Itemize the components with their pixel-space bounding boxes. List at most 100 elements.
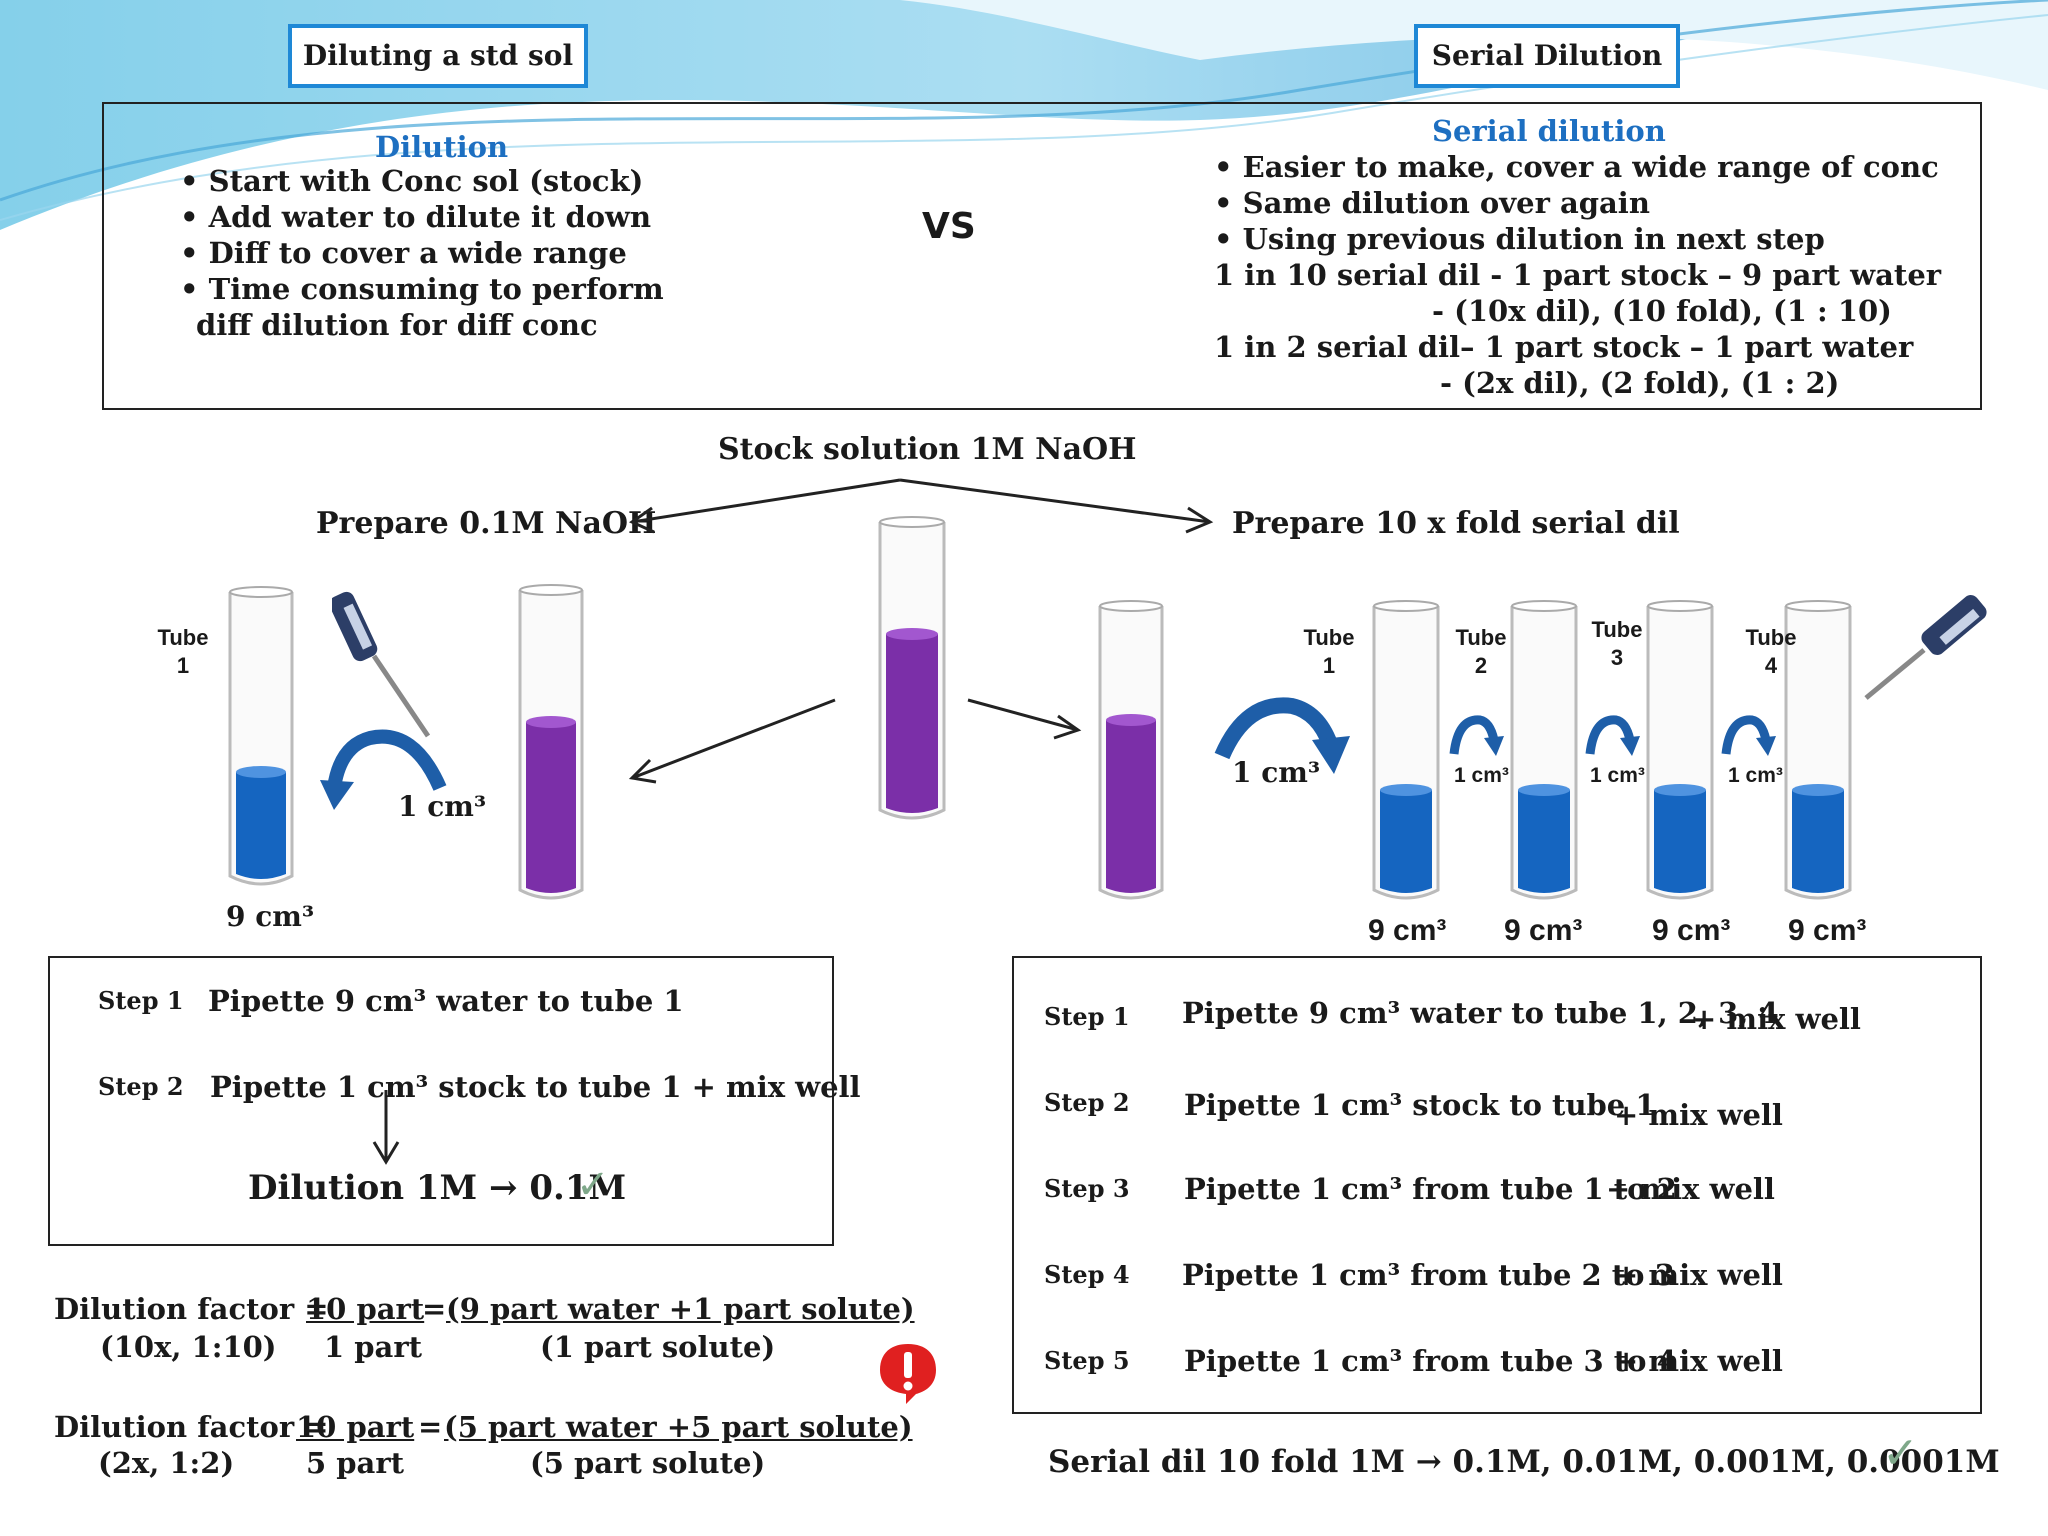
right-step-5-text: Pipette 1 cm³ from tube 3 to 4 xyxy=(1184,1344,1677,1378)
serial-tube-1-label-word: Tube xyxy=(1303,625,1355,650)
left-step-1-label: Step 1 xyxy=(98,986,184,1015)
right-step-2-label: Step 2 xyxy=(1044,1088,1130,1117)
factor-2-right-denominator: (5 part solute) xyxy=(530,1446,766,1480)
serial-10-fold-ratio: - (10x dil), (10 fold), (1 : 10) xyxy=(1432,294,1892,328)
transfer-arrow-2-3-icon xyxy=(1585,715,1640,756)
right-step-2-text: Pipette 1 cm³ stock to tube 1 xyxy=(1184,1088,1656,1122)
left-check-icon: ✓ xyxy=(576,1162,610,1208)
right-step-3-text: Pipette 1 cm³ from tube 1 to 2 xyxy=(1184,1172,1677,1206)
comparison-panel xyxy=(102,102,1982,410)
serial-point-1: • Easier to make, cover a wide range of … xyxy=(1214,150,1939,184)
left-tube-label-number: 1 xyxy=(176,653,190,678)
right-step-3-label: Step 3 xyxy=(1044,1174,1130,1203)
factor-2-numerator: 10 part xyxy=(296,1410,415,1444)
right-step-4-text: Pipette 1 cm³ from tube 2 to 3 xyxy=(1182,1258,1675,1292)
right-step-4-mix: + mix well xyxy=(1614,1258,1783,1292)
serial-tube-3-label-word: Tube xyxy=(1591,617,1643,642)
transfer-volume-3-4: 1 cm³ xyxy=(1728,764,1783,787)
left-water-volume: 9 cm³ xyxy=(226,900,315,933)
factor-2-right-numerator: (5 part water +5 part solute) xyxy=(444,1410,913,1444)
right-transfer-volume: 1 cm³ xyxy=(1232,756,1321,789)
left-pipette-icon xyxy=(332,591,431,738)
left-tube-label-word: Tube xyxy=(157,625,209,650)
serial-tube-4-water: 9 cm³ xyxy=(1788,914,1867,947)
right-step-3-mix: + mix well xyxy=(1606,1172,1775,1206)
left-transfer-arrow-icon xyxy=(320,729,447,810)
right-step-5-label: Step 5 xyxy=(1044,1346,1130,1375)
serial-tube-3-label: Tube 3 xyxy=(1582,616,1652,672)
right-pipette-icon xyxy=(1864,595,1987,700)
serial-2-fold-line: 1 in 2 serial dil– 1 part stock – 1 part… xyxy=(1214,330,1914,364)
right-step-4-label: Step 4 xyxy=(1044,1260,1130,1289)
warning-icon xyxy=(880,1344,936,1404)
factor-1-denominator: 1 part xyxy=(324,1330,423,1364)
factor-2-equals: = xyxy=(418,1410,443,1444)
prepare-right-label: Prepare 10 x fold serial dil xyxy=(1232,506,1680,541)
factor-1-equals: = xyxy=(422,1292,447,1326)
serial-tube-2-label-word: Tube xyxy=(1455,625,1507,650)
serial-point-3: • Using previous dilution in next step xyxy=(1214,222,1825,256)
dilution-point-2: • Add water to dilute it down xyxy=(180,200,652,234)
left-transfer-volume: 1 cm³ xyxy=(398,790,487,823)
factor-1-right-denominator: (1 part solute) xyxy=(540,1330,776,1364)
serial-tube-2 xyxy=(1510,600,1578,900)
serial-tube-2-label-number: 2 xyxy=(1474,653,1488,678)
title-right: Serial Dilution xyxy=(1414,24,1680,88)
prepare-left-label: Prepare 0.1M NaOH xyxy=(316,506,657,541)
title-left: Diluting a std sol xyxy=(288,24,588,88)
right-step-1-text: Pipette 9 cm³ water to tube 1, 2, 3, 4 xyxy=(1182,996,1779,1030)
right-result: Serial dil 10 fold 1M → 0.1M, 0.01M, 0.0… xyxy=(1048,1444,2000,1480)
serial-tube-1-water: 9 cm³ xyxy=(1368,914,1447,947)
left-tube-label: Tube 1 xyxy=(150,624,216,680)
right-step-1-mix: + mix well xyxy=(1692,1002,1861,1036)
factor-1-right-numerator: (9 part water +1 part solute) xyxy=(446,1292,915,1326)
serial-tube-3-label-number: 3 xyxy=(1610,645,1624,670)
serial-tube-3-water: 9 cm³ xyxy=(1652,914,1731,947)
right-transfer-arrow-icon xyxy=(1214,697,1350,774)
serial-2-fold-ratio: - (2x dil), (2 fold), (1 : 2) xyxy=(1440,366,1840,400)
serial-dilution-header: Serial dilution xyxy=(1432,114,1666,148)
right-check-icon: ✓ xyxy=(1882,1428,1919,1479)
serial-tube-4-label-number: 4 xyxy=(1764,653,1778,678)
serial-10-fold-line: 1 in 10 serial dil - 1 part stock – 9 pa… xyxy=(1214,258,1942,292)
serial-tube-1 xyxy=(1372,600,1440,900)
transfer-arrow-1-2-icon xyxy=(1449,715,1504,756)
right-step-5-mix: + mix well xyxy=(1614,1344,1783,1378)
factor-2-sub: (2x, 1:2) xyxy=(98,1446,235,1480)
left-result-tube xyxy=(518,584,584,900)
left-tube-1 xyxy=(228,586,294,886)
left-step-2-text: Pipette 1 cm³ stock to tube 1 + mix well xyxy=(210,1070,861,1104)
dilution-point-4-cont: diff dilution for diff conc xyxy=(196,308,598,342)
serial-tube-1-label-number: 1 xyxy=(1322,653,1336,678)
transfer-volume-1-2: 1 cm³ xyxy=(1454,764,1509,787)
serial-tube-4 xyxy=(1784,600,1852,900)
stock-tube xyxy=(878,516,946,820)
serial-point-2: • Same dilution over again xyxy=(1214,186,1650,220)
right-steps-panel xyxy=(1012,956,1982,1414)
factor-1-label: Dilution factor = xyxy=(54,1292,329,1326)
left-steps-panel xyxy=(48,956,834,1246)
right-step-1-label: Step 1 xyxy=(1044,1002,1130,1031)
stock-solution-label: Stock solution 1M NaOH xyxy=(718,432,1137,467)
dilution-header: Dilution xyxy=(375,130,509,164)
serial-tube-1-label: Tube 1 xyxy=(1294,624,1364,680)
serial-tube-3 xyxy=(1646,600,1714,900)
transfer-volume-2-3: 1 cm³ xyxy=(1590,764,1645,787)
serial-tube-2-water: 9 cm³ xyxy=(1504,914,1583,947)
right-step-2-mix: + mix well xyxy=(1614,1098,1783,1132)
left-step-1-text: Pipette 9 cm³ water to tube 1 xyxy=(208,984,684,1018)
factor-1-sub: (10x, 1:10) xyxy=(100,1330,277,1364)
right-stock-tube xyxy=(1098,600,1164,900)
left-result: Dilution 1M → 0.1M xyxy=(248,1168,627,1208)
factor-1-numerator: 10 part xyxy=(306,1292,425,1326)
vs-label: VS xyxy=(922,206,976,247)
dilution-point-1: • Start with Conc sol (stock) xyxy=(180,164,644,198)
transfer-arrow-3-4-icon xyxy=(1721,715,1776,756)
dilution-point-3: • Diff to cover a wide range xyxy=(180,236,627,270)
factor-2-label: Dilution factor = xyxy=(54,1410,329,1444)
serial-tube-2-label: Tube 2 xyxy=(1446,624,1516,680)
dilution-point-4: • Time consuming to perform xyxy=(180,272,664,306)
factor-2-denominator: 5 part xyxy=(306,1446,405,1480)
